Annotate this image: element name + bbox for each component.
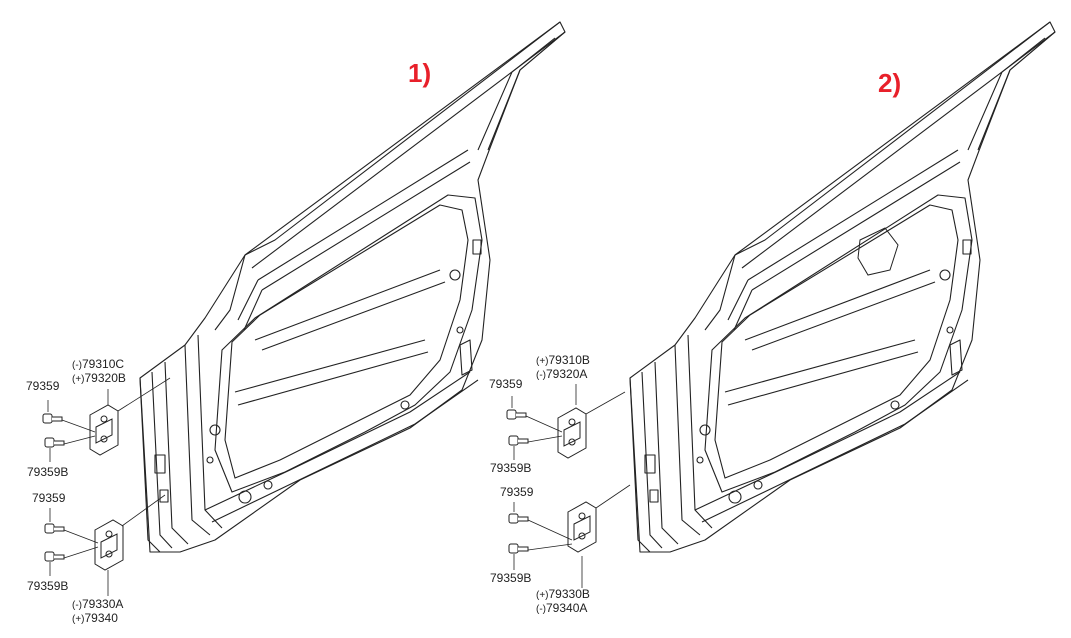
part-label: (-)79340A [536,602,587,616]
part-label: (+)79320B [72,372,126,386]
side-symbol: (+) [536,356,549,367]
part-number: 79340A [546,601,588,615]
part-label: 79359 [489,377,523,391]
part-number: 79320B [84,371,126,385]
side-symbol: (+) [72,614,85,625]
part-label: 79359B [490,571,532,585]
door-assembly-2 [506,21,1056,588]
part-label: 79359 [32,491,66,505]
diagram-number-1: 1) [408,58,432,88]
part-label: (+)79340 [72,612,118,626]
part-number: 79330B [548,587,590,601]
part-number: 79330A [82,597,124,611]
side-symbol: (-) [536,604,546,615]
part-number: 79320A [546,367,588,381]
side-symbol: (-) [536,370,546,381]
diagram-number-2: 2) [878,68,902,98]
part-label: 79359 [26,379,60,393]
part-label: 79359B [27,465,69,479]
part-label: 79359B [27,579,69,593]
side-symbol: (+) [536,590,549,601]
part-number: 79310B [548,353,590,367]
side-symbol: (-) [72,360,82,371]
door-assembly-1 [42,21,566,596]
part-label: (-)79310C [72,358,124,372]
side-symbol: (+) [72,374,85,385]
part-label: (+)79330B [536,588,590,602]
part-label: (-)79320A [536,368,587,382]
part-label: 79359B [490,461,532,475]
part-label: (-)79330A [72,598,123,612]
part-label: (+)79310B [536,354,590,368]
part-number: 79310C [82,357,125,371]
part-label: 79359 [500,485,534,499]
side-symbol: (-) [72,600,82,611]
part-number: 79340 [84,611,118,625]
